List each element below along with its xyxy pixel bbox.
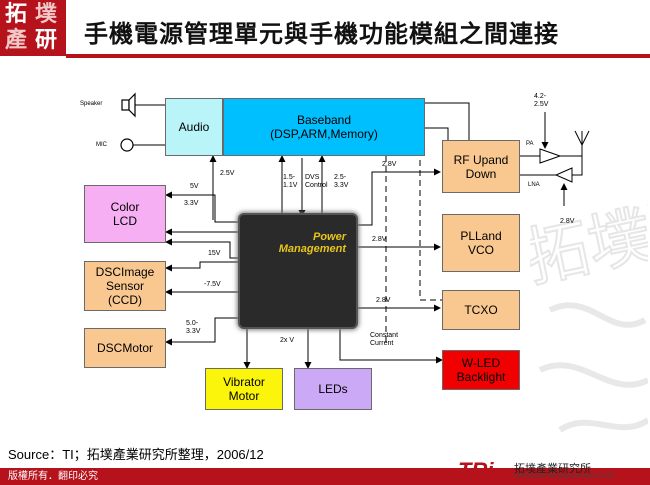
- logo-char-1: 拓: [5, 1, 28, 27]
- power-management-label: Power Management: [278, 231, 346, 255]
- color-lcd-block: Color LCD: [84, 185, 166, 243]
- voltage-label: 4.2- 2.5V: [534, 93, 549, 108]
- speaker-label: Speaker: [80, 101, 103, 107]
- logo-char-2: 墣: [35, 1, 58, 27]
- topology-logo: 拓 墣 產 研: [0, 0, 66, 56]
- pll-vco-block: PLLand VCO: [442, 214, 520, 272]
- voltage-label: 2.8V: [382, 161, 397, 168]
- copyright-text: 版權所有．翻印必究: [8, 471, 98, 482]
- power-management-chip: Power Management: [240, 215, 356, 327]
- voltage-label: -7.5V: [204, 281, 221, 288]
- lna-antenna-line: [572, 145, 583, 176]
- pm-rf-arrow: [356, 168, 441, 226]
- baseband-rf-line: [425, 102, 470, 140]
- voltage-label: 2.8V: [376, 297, 391, 304]
- tri-logo: TRi 拓墣產業研究所 TOPOLOGY RESEARCH INSTITUTE: [458, 460, 648, 482]
- tri-name-cn: 拓墣產業研究所: [514, 462, 591, 475]
- logo-char-4: 研: [35, 27, 58, 53]
- voltage-label: 3.3V: [184, 200, 199, 207]
- dvs-control-label: DVS Control: [305, 174, 328, 189]
- speaker-icon: [121, 99, 130, 111]
- title-rule: [66, 54, 650, 58]
- speaker-cone: [128, 92, 136, 118]
- voltage-label: 5.0- 3.3V: [186, 320, 201, 335]
- lna-label: LNA: [528, 182, 540, 188]
- watermark: 拓墣研究所: [530, 200, 648, 450]
- dsc-motor-block: DSCMotor: [84, 328, 166, 368]
- voltage-label: 1.5- 1.1V: [283, 174, 298, 189]
- pm-lcd-15v-arrow: [165, 238, 240, 259]
- pm-dscmotor-arrow: [165, 317, 240, 346]
- dsc-image-sensor-block: DSCImage Sensor (CCD): [84, 261, 166, 311]
- baseband-rf-line-2: [425, 127, 449, 140]
- pm-ccd-arrow-1: [165, 261, 240, 272]
- mic-icon: [120, 138, 134, 152]
- tri-mark-text: TRi: [458, 458, 494, 483]
- source-note: Source：TI；拓墣產業研究所整理，2006/12: [8, 447, 264, 462]
- voltage-label: 2x V: [280, 337, 295, 344]
- leds-block: LEDs: [294, 368, 372, 410]
- mic-label: MIC: [96, 142, 107, 148]
- tcxo-block: TCXO: [442, 290, 520, 330]
- voltage-label: 2.8V: [560, 218, 575, 225]
- constant-current-label: Constant Current: [370, 332, 399, 347]
- footer-bar: 版權所有．翻印必究: [0, 468, 650, 485]
- tri-mark: TRi: [458, 460, 493, 482]
- audio-block: Audio: [165, 98, 223, 156]
- rf-updown-block: RF Upand Down: [442, 140, 520, 193]
- connection-diagram: [120, 92, 590, 369]
- pa-antenna-line: [560, 145, 583, 157]
- pa-amplifier: [539, 148, 562, 164]
- voltage-label: 2.5- 3.3V: [334, 174, 349, 189]
- baseband-block: Baseband (DSP,ARM,Memory): [223, 98, 425, 156]
- pm-tcxo-arrow: [349, 304, 441, 327]
- voltage-label: 5V: [190, 183, 199, 190]
- pm-lcd-5v-arrow: [165, 191, 240, 223]
- vibrator-motor-block: Vibrator Motor: [205, 368, 283, 410]
- voltage-label: 15V: [208, 250, 221, 257]
- lna-amplifier: [554, 167, 573, 183]
- voltage-label: 2.8V: [372, 236, 387, 243]
- pa-label: PA: [526, 141, 534, 147]
- antenna-icon: [574, 130, 590, 147]
- logo-char-3: 產: [5, 27, 28, 53]
- wled-backlight-block: W-LED Backlight: [442, 350, 520, 390]
- tri-name-en: TOPOLOGY RESEARCH INSTITUTE: [514, 473, 614, 480]
- slide-title: 手機電源管理單元與手機功能模組之間連接: [84, 19, 559, 48]
- pm-wled-arrow: [339, 327, 443, 364]
- voltage-label: 2.5V: [220, 170, 235, 177]
